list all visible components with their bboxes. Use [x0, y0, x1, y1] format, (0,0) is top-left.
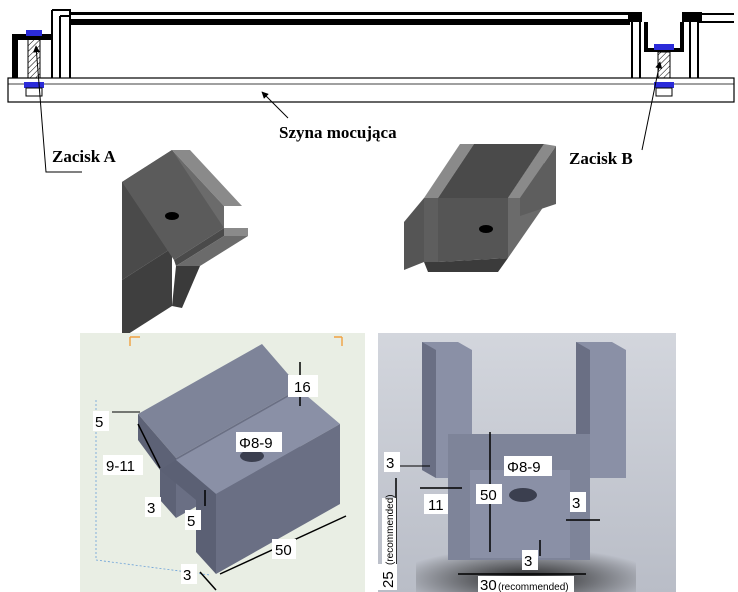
clamp-b-leader	[641, 61, 663, 151]
end-clamp-3d	[122, 150, 248, 338]
dim-height-25: 25	[380, 571, 397, 588]
cross-section-drawing: Szyna mocująca Zacisk A Zacisk B	[7, 9, 735, 173]
rail-label: Szyna mocująca	[279, 123, 397, 142]
dim-hole-phi: Φ8-9	[239, 435, 273, 452]
clamp-a-section	[12, 30, 52, 97]
dim-step-5: 5	[95, 414, 103, 431]
clamp-a-leader	[33, 45, 82, 173]
panel-glass	[70, 19, 630, 25]
dim-bottom-3: 3	[183, 567, 191, 584]
dim-width-30: 30	[480, 577, 497, 592]
rail-leader	[261, 91, 289, 119]
end-clamp-render-hole	[240, 450, 264, 462]
panel-frame-left	[51, 9, 71, 78]
dim-width-note: (recommended)	[498, 582, 569, 592]
dim-gap-9-11: 9-11	[106, 458, 135, 475]
mounting-rail	[7, 77, 735, 103]
clamp-a-label: Zacisk A	[52, 147, 116, 166]
mid-clamp-3d	[404, 144, 556, 272]
dim-length-50-right: 50	[480, 487, 497, 504]
dim-thickness-3: 3	[147, 500, 155, 517]
dim-flange-11: 11	[428, 497, 444, 514]
dim-top-thickness-3: 3	[386, 455, 394, 472]
dim-lip-5: 5	[187, 513, 195, 530]
dim-bottom-thickness-3: 3	[524, 553, 532, 570]
dim-height-16: 16	[294, 379, 311, 396]
clamp-b-label: Zacisk B	[569, 149, 633, 168]
mid-clamp-hole	[479, 225, 493, 233]
mid-clamp-dimension-render: 3 Φ8-9 50 11 3 3 25 (recommended) 30 (re…	[377, 333, 676, 592]
end-clamp-hole	[165, 212, 179, 220]
dim-length-50: 50	[275, 542, 292, 559]
end-clamp-dimension-render: 16 5 9-11 Φ8-9 3 5 50 3	[80, 333, 365, 592]
clamp-b-section	[644, 22, 684, 97]
dim-height-note: (recommended)	[385, 494, 396, 565]
dim-hole-phi-right: Φ8-9	[507, 459, 541, 476]
dim-side-3: 3	[572, 495, 580, 512]
mid-clamp-render-hole	[509, 488, 537, 502]
